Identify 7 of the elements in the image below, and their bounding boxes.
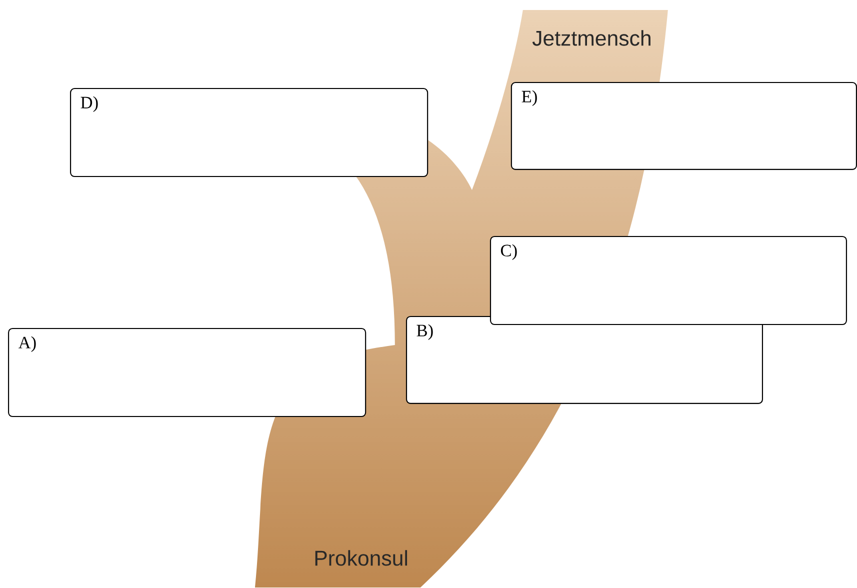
species-label: Jetztmensch bbox=[532, 30, 650, 46]
answer-box: C) bbox=[490, 236, 847, 326]
answer-box: A) bbox=[8, 328, 366, 418]
answer-box: E) bbox=[510, 82, 857, 170]
answer-box: B) bbox=[406, 316, 763, 404]
species-label: Prokonsul bbox=[315, 550, 408, 566]
answer-box: D) bbox=[70, 88, 428, 178]
